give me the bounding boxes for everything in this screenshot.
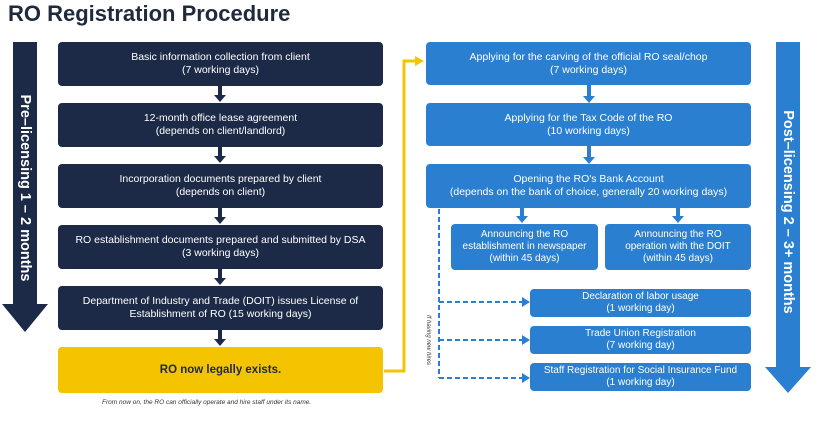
substep-line2: establishment in newspaper: [462, 241, 587, 252]
hiring-step-line2: (1 working day): [606, 377, 675, 388]
pre-step-incorporation-docs: Incorporation documents prepared by clie…: [58, 164, 383, 208]
post-step-line1: Applying for the carving of the official…: [469, 50, 708, 63]
pre-step-line2: (depends on client): [175, 186, 266, 198]
hiring-step-line1: Declaration of labor usage: [582, 291, 699, 302]
page-title: RO Registration Procedure: [8, 1, 291, 26]
substep-line1: Announcing the RO: [480, 229, 569, 240]
pre-licensing-label: Pre–licensing 1 – 2 months: [17, 94, 33, 282]
post-step-seal-chop: Applying for the carving of the official…: [426, 42, 751, 85]
substep-newspaper-announcement: Announcing the RO establishment in newsp…: [451, 224, 598, 270]
pre-step-line2: (7 working days): [181, 64, 260, 76]
substep-line2: operation with the DOIT: [625, 241, 731, 252]
final-step-note: From now on, the RO can officially opera…: [102, 399, 312, 406]
substep-doit-announcement: Announcing the RO operation with the DOI…: [605, 224, 751, 270]
hiring-step-trade-union: Trade Union Registration (7 working day): [530, 326, 751, 354]
post-step-arrows: [583, 85, 595, 164]
pre-step-establishment-docs: RO establishment documents prepared and …: [58, 225, 383, 269]
hiring-step-line2: (1 working day): [606, 303, 675, 314]
post-step-line2: (10 working days): [547, 124, 630, 137]
hiring-step-line2: (7 working day): [606, 340, 675, 351]
post-step-line2: (7 working days): [549, 63, 628, 76]
post-step-tax-code: Applying for the Tax Code of the RO (10 …: [426, 103, 751, 146]
post-step-bank-account: Opening the RO's Bank Account (depends o…: [426, 164, 751, 208]
hiring-step-social-insurance: Staff Registration for Social Insurance …: [530, 363, 751, 391]
hiring-note: If having new hires: [425, 314, 431, 366]
hiring-step-line1: Trade Union Registration: [585, 328, 696, 339]
yellow-connector: [384, 59, 417, 373]
pre-step-office-lease: 12-month office lease agreement (depends…: [58, 103, 383, 147]
post-step-line1: Opening the RO's Bank Account: [513, 173, 664, 185]
substep-line3: (within 45 days): [642, 253, 714, 264]
pre-step-line2: (3 working days): [181, 247, 260, 259]
final-step-ro-exists: RO now legally exists.: [58, 347, 383, 393]
substep-line1: Announcing the RO: [634, 229, 722, 240]
post-licensing-arrow: [765, 42, 811, 393]
pre-licensing-arrow: [2, 42, 48, 332]
pre-step-doit-license: Department of Industry and Trade (DOIT) …: [58, 286, 383, 330]
substep-line3: (within 45 days): [489, 253, 560, 264]
post-step-line1: Applying for the Tax Code of the RO: [504, 111, 673, 124]
hiring-arrowheads: [522, 297, 530, 383]
pre-step-line2: Establishment of RO (15 working days): [129, 308, 312, 320]
pre-step-line2: (depends on client/landlord): [155, 125, 286, 137]
pre-step-line1: RO establishment documents prepared and …: [75, 234, 366, 246]
bank-substep-arrows: [516, 208, 684, 223]
post-licensing-label: Post–licensing 2 – 3+ months: [780, 110, 796, 314]
pre-step-basic-info: Basic information collection from client…: [58, 42, 383, 86]
pre-step-line1: Incorporation documents prepared by clie…: [119, 173, 322, 185]
pre-step-line1: Department of Industry and Trade (DOIT) …: [82, 295, 359, 307]
post-step-line2: (depends on the bank of choice, generall…: [449, 186, 728, 198]
hiring-dashed-lines: [438, 209, 522, 379]
hiring-step-line1: Staff Registration for Social Insurance …: [543, 365, 738, 376]
hiring-step-labor-declaration: Declaration of labor usage (1 working da…: [530, 289, 751, 317]
pre-step-arrows: [214, 86, 226, 346]
pre-step-line1: Basic information collection from client: [131, 51, 310, 63]
pre-step-line1: 12-month office lease agreement: [143, 112, 298, 124]
